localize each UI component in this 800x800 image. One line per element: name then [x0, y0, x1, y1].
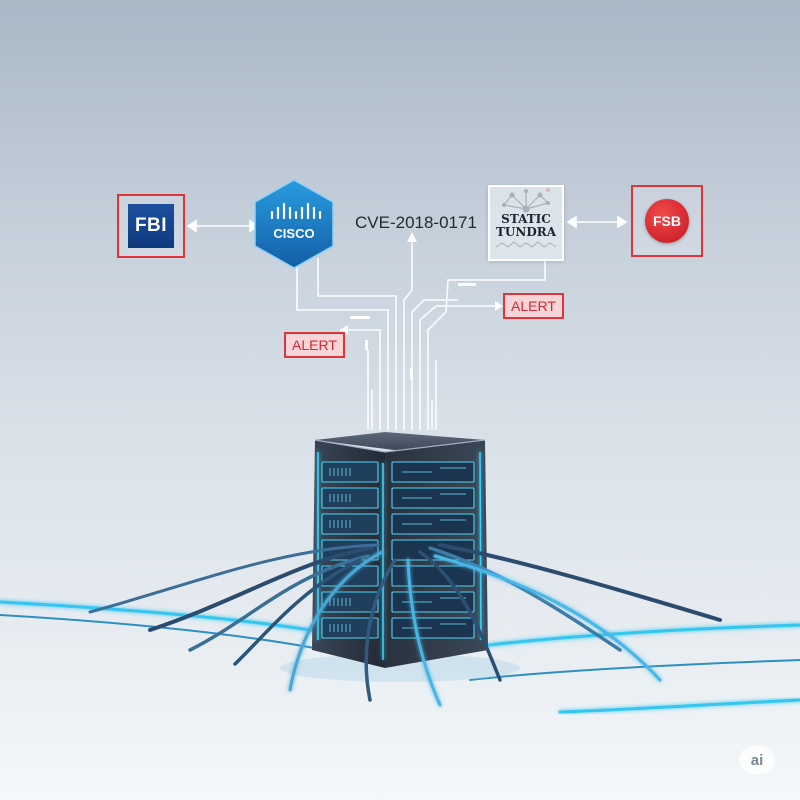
cve-label: CVE-2018-0171 — [355, 213, 477, 232]
network-cables — [88, 543, 722, 707]
cisco-hexagon-logo: CISCO — [254, 179, 334, 269]
static-tundra-node: STATIC TUNDRA — [488, 185, 564, 261]
link-tundra-fsb — [566, 215, 628, 229]
fbi-label: FBI — [134, 215, 168, 236]
arrowheads — [340, 232, 503, 335]
static-tundra-label-line1: STATIC — [501, 212, 551, 226]
connector-marks — [350, 283, 476, 380]
alert-badge-right: ALERT — [503, 293, 564, 319]
connector-lines — [296, 240, 546, 430]
link-fbi-cisco — [186, 219, 260, 233]
static-tundra-label-line2: TUNDRA — [495, 225, 557, 239]
ai-watermark: ai — [739, 746, 775, 774]
fbi-node: FBI — [117, 194, 185, 258]
fsb-node: FSB — [631, 185, 703, 257]
alert-badge-left: ALERT — [284, 332, 345, 358]
fsb-logo: FSB — [645, 199, 689, 243]
cisco-label: CISCO — [273, 226, 314, 241]
fbi-logo: FBI — [128, 204, 174, 248]
static-tundra-label: STATIC TUNDRA — [490, 213, 562, 239]
server-rack-icon — [280, 432, 520, 682]
fsb-label: FSB — [653, 213, 681, 229]
